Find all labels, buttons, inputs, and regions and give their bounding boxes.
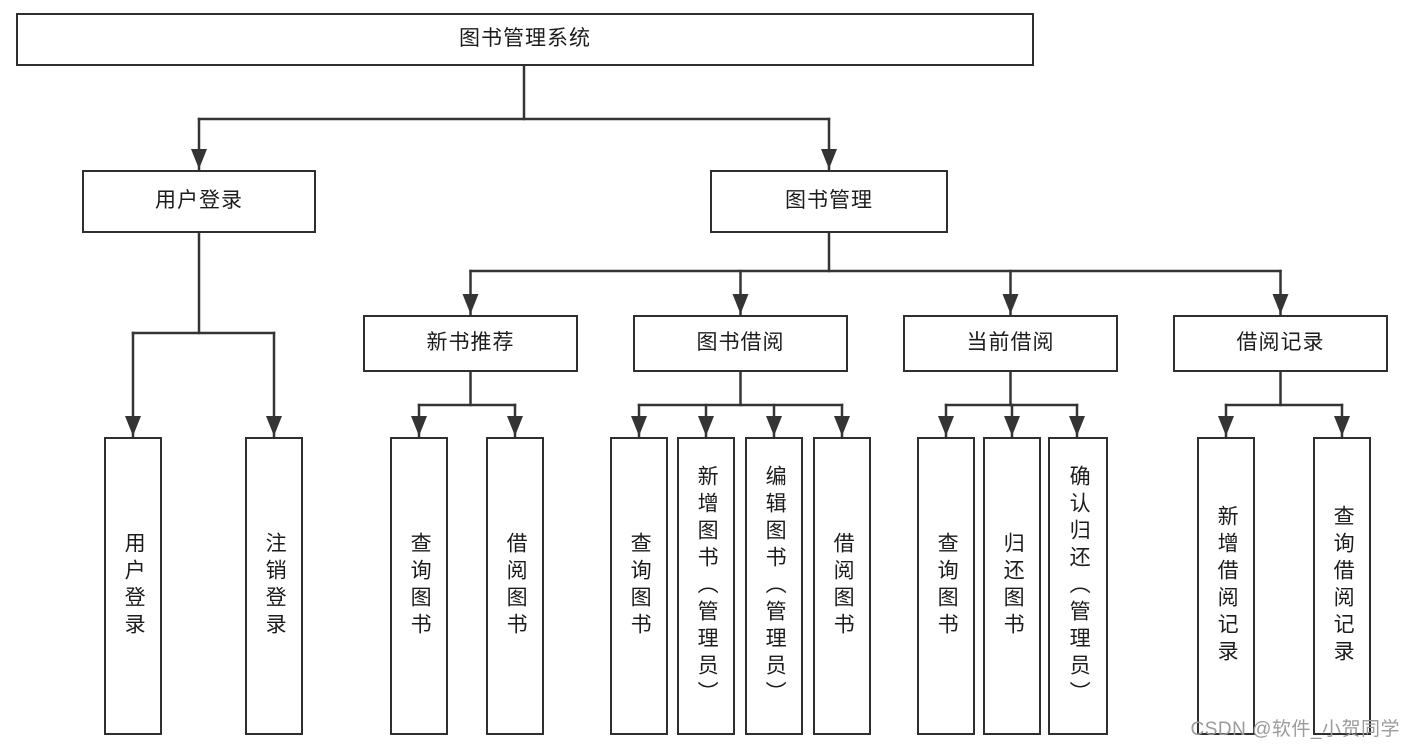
leaf-add-borrow-record: 新增借阅记录 — [1197, 437, 1255, 735]
node-library-system: 图书管理系统 — [16, 13, 1034, 66]
node-book-management: 图书管理 — [710, 170, 948, 233]
node-borrowing-records: 借阅记录 — [1173, 315, 1388, 372]
leaf-current-query-books: 查询图书 — [917, 437, 975, 735]
leaf-borrowing-borrow-books: 借阅图书 — [813, 437, 871, 735]
node-book-borrowing: 图书借阅 — [633, 315, 848, 372]
node-user-login: 用户登录 — [82, 170, 316, 233]
leaf-return-books: 归还图书 — [983, 437, 1041, 735]
csdn-watermark: CSDN @软件_小贺同学 — [1190, 719, 1400, 740]
leaf-add-books-admin: 新增图书（管理员） — [677, 437, 735, 735]
leaf-borrowing-query-books: 查询图书 — [610, 437, 668, 735]
node-current-borrowing: 当前借阅 — [903, 315, 1118, 372]
leaf-recommend-query-books: 查询图书 — [390, 437, 448, 735]
leaf-recommend-borrow-books: 借阅图书 — [486, 437, 544, 735]
node-new-book-recommendation: 新书推荐 — [363, 315, 578, 372]
leaf-query-borrow-record: 查询借阅记录 — [1313, 437, 1371, 735]
leaf-logout: 注销登录 — [245, 437, 303, 735]
leaf-edit-books-admin: 编辑图书（管理员） — [745, 437, 803, 735]
leaf-user-login: 用户登录 — [104, 437, 162, 735]
leaf-confirm-return-admin: 确认归还（管理员） — [1048, 437, 1108, 735]
